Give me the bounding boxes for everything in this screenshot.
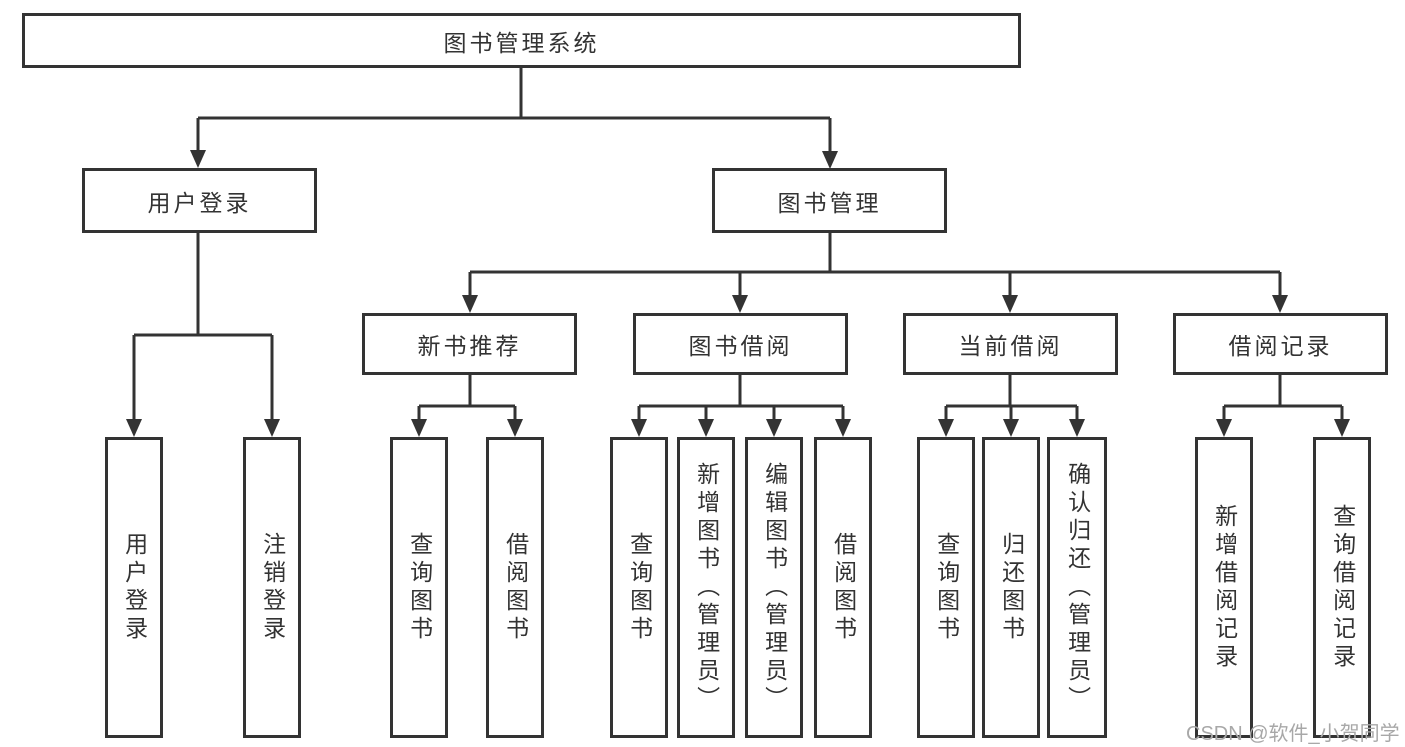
leaf-label: 借阅图书 [502, 531, 529, 644]
leaf-confirm-return-admin: 确认归还（管理员） [1047, 437, 1107, 738]
node-book-borrow-label: 图书借阅 [688, 333, 793, 359]
csdn-watermark: CSDN @软件_小贺同学 [1186, 723, 1400, 745]
leaf-label: 编辑图书（管理员） [761, 461, 788, 714]
leaf-label: 借阅图书 [830, 531, 857, 644]
leaf-borrow-books-1: 借阅图书 [486, 437, 544, 738]
node-user-login-label: 用户登录 [147, 189, 252, 216]
arrowhead [1272, 295, 1288, 313]
node-book-mgmt-label: 图书管理 [777, 189, 882, 216]
arrowhead [1334, 419, 1350, 437]
leaf-return-books: 归还图书 [982, 437, 1040, 738]
leaf-logout: 注销登录 [243, 437, 301, 738]
arrowhead [507, 419, 523, 437]
leaf-label: 查询图书 [406, 531, 433, 644]
leaf-edit-books-admin: 编辑图书（管理员） [745, 437, 803, 738]
arrowhead [1069, 419, 1085, 437]
node-borrow-records: 借阅记录 [1173, 313, 1388, 375]
node-root-label: 图书管理系统 [443, 29, 600, 56]
leaf-borrow-books-2: 借阅图书 [814, 437, 872, 738]
leaf-query-books-3: 查询图书 [917, 437, 975, 738]
arrowhead [411, 419, 427, 437]
node-new-book-label: 新书推荐 [417, 333, 522, 359]
leaf-label: 确认归还（管理员） [1064, 461, 1091, 714]
arrowhead [938, 419, 954, 437]
leaf-label: 新增借阅记录 [1211, 503, 1238, 672]
node-new-book: 新书推荐 [362, 313, 577, 375]
arrowhead [190, 150, 206, 168]
node-book-mgmt: 图书管理 [712, 168, 947, 233]
leaf-add-borrow-record: 新增借阅记录 [1195, 437, 1253, 738]
arrowhead [1216, 419, 1232, 437]
arrowhead [264, 419, 280, 437]
arrowhead [732, 295, 748, 313]
arrowhead [835, 419, 851, 437]
leaf-label: 用户登录 [121, 531, 148, 644]
leaf-label: 查询借阅记录 [1329, 503, 1356, 672]
arrowhead [766, 419, 782, 437]
leaf-query-books-1: 查询图书 [390, 437, 448, 738]
arrowhead [631, 419, 647, 437]
arrowhead [1002, 295, 1018, 313]
leaf-label: 归还图书 [998, 531, 1025, 644]
arrowhead [1003, 419, 1019, 437]
node-root: 图书管理系统 [22, 13, 1021, 68]
leaf-label: 查询图书 [626, 531, 653, 644]
arrowhead [462, 295, 478, 313]
node-book-borrow: 图书借阅 [633, 313, 848, 375]
leaf-add-books-admin: 新增图书（管理员） [677, 437, 735, 738]
leaf-label: 查询图书 [933, 531, 960, 644]
arrowhead [126, 419, 142, 437]
node-current-borrow-label: 当前借阅 [958, 333, 1063, 359]
leaf-label: 新增图书（管理员） [693, 461, 720, 714]
leaf-query-books-2: 查询图书 [610, 437, 668, 738]
arrowhead [698, 419, 714, 437]
arrowhead [822, 151, 838, 169]
leaf-label: 注销登录 [259, 531, 286, 644]
node-current-borrow: 当前借阅 [903, 313, 1118, 375]
leaf-query-borrow-record: 查询借阅记录 [1313, 437, 1371, 738]
leaf-user-login: 用户登录 [105, 437, 163, 738]
node-user-login: 用户登录 [82, 168, 317, 233]
node-borrow-records-label: 借阅记录 [1228, 333, 1333, 359]
